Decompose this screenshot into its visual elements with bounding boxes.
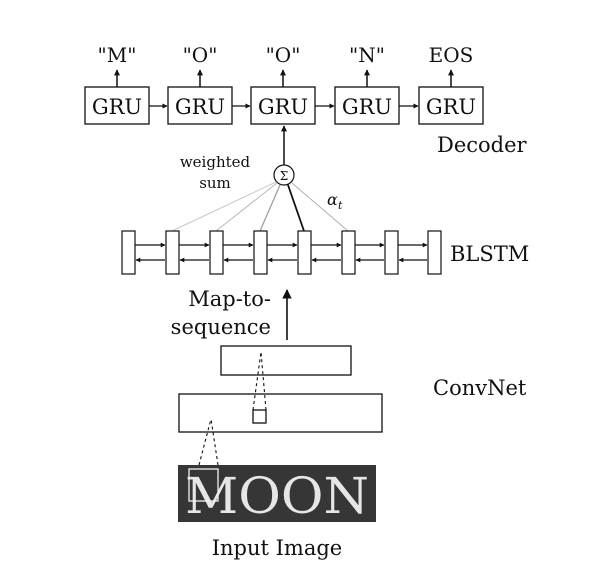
alpha-symbol: α xyxy=(327,190,338,209)
weighted-sum-label: weighted xyxy=(180,153,251,171)
attention-line xyxy=(291,182,349,232)
receptive-field-lines-upper xyxy=(252,351,267,411)
gru-label: GRU xyxy=(92,95,142,119)
attention-line xyxy=(287,184,305,232)
alpha-label: α t xyxy=(327,190,343,212)
input-image-background xyxy=(178,465,376,522)
receptive-field-lines-lower xyxy=(198,418,219,466)
attention-line xyxy=(215,182,278,232)
blstm-cell xyxy=(297,230,312,275)
input-image-texture xyxy=(178,465,376,522)
gru-cells: GRU GRU GRU GRU GRU xyxy=(84,86,484,125)
decoder-label: Decoder xyxy=(437,133,528,157)
gru-label: GRU xyxy=(175,95,225,119)
gru-label: GRU xyxy=(342,95,392,119)
output-arrows xyxy=(114,69,454,87)
output-token: "M" xyxy=(98,43,137,67)
attention-line xyxy=(259,184,281,232)
gru-cell: GRU xyxy=(167,86,233,125)
sum-symbol: Σ xyxy=(280,169,288,183)
input-image: MOON xyxy=(178,465,376,525)
blstm-cell xyxy=(253,230,268,275)
output-token: "O" xyxy=(183,43,218,67)
weighted-sum-label: sum xyxy=(199,174,231,192)
attention-weights xyxy=(171,181,349,232)
decoder-outputs: "M" "O" "O" "N" EOS xyxy=(98,43,474,67)
receptive-field-line xyxy=(210,418,219,466)
gru-cell: GRU xyxy=(334,86,400,125)
input-image-text: MOON xyxy=(185,467,369,525)
receptive-field-input xyxy=(188,468,219,502)
output-token: "N" xyxy=(349,43,385,67)
input-image-caption: Input Image xyxy=(212,536,343,560)
conv-feature-map-top xyxy=(220,345,352,376)
attention-line xyxy=(171,181,277,232)
receptive-field-line xyxy=(252,351,262,411)
output-token: "O" xyxy=(266,43,301,67)
gru-cell: GRU xyxy=(418,86,484,125)
output-token: EOS xyxy=(429,43,474,67)
receptive-field-small xyxy=(252,409,267,424)
gru-cell: GRU xyxy=(84,86,150,125)
sum-node xyxy=(273,164,295,186)
gru-label: GRU xyxy=(258,95,308,119)
blstm-cell xyxy=(427,230,442,275)
gru-label: GRU xyxy=(426,95,476,119)
map-to-sequence-label: Map-to- xyxy=(188,287,271,311)
convnet-label: ConvNet xyxy=(433,376,527,400)
blstm-cell xyxy=(165,230,180,275)
alpha-subscript: t xyxy=(338,199,343,212)
blstm-cell xyxy=(209,230,224,275)
gru-cell: GRU xyxy=(250,86,316,125)
blstm-cells xyxy=(121,230,442,275)
conv-feature-map-bottom xyxy=(178,393,383,433)
blstm-cell xyxy=(341,230,356,275)
blstm-label: BLSTM xyxy=(450,242,529,266)
blstm-cell xyxy=(121,230,136,275)
blstm-cell xyxy=(384,230,399,275)
map-to-sequence-label: sequence xyxy=(171,315,271,339)
receptive-field-line xyxy=(198,418,212,466)
receptive-field-line xyxy=(260,351,267,411)
